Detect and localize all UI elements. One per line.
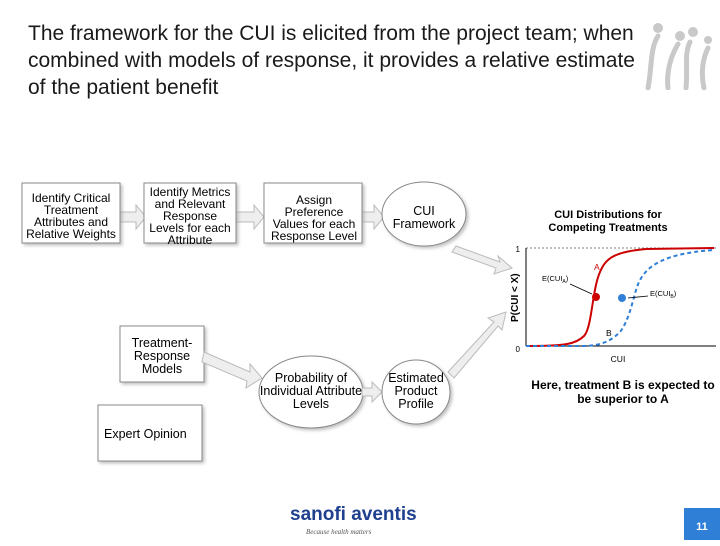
step1-label: Identify Critical Treatment Attributes a… <box>26 191 116 241</box>
probability-label: Probability of Individual Attribute Leve… <box>259 371 363 411</box>
step-arrow-3 <box>359 203 385 231</box>
treatment-models-label: Treatment-Response Models <box>131 336 193 376</box>
sanofi-aventis-logo: sanofi aventis Because health matters <box>290 504 417 536</box>
annotation-b: E(CUIB) <box>650 289 677 300</box>
step2-label: Identify Metrics and Relevant Response L… <box>149 185 231 247</box>
brand-name: sanofi aventis <box>290 504 417 525</box>
estimated-profile-label: Estimated Product Profile <box>388 371 444 411</box>
step2-box <box>143 182 237 244</box>
step3-label: Assign Preference Values for each Respon… <box>270 193 358 243</box>
cui-framework-oval <box>381 181 467 247</box>
cui-distribution-chart: 1 0 P(CUI < X) A B E(CUIA) E(CUIB) CUI <box>510 245 716 364</box>
chart-title: CUI Distributions for Competing Treatmen… <box>548 209 668 234</box>
series-a-line <box>525 247 715 347</box>
annotation-a-pointer <box>569 283 593 295</box>
models-to-probability-arrow <box>201 351 263 389</box>
point-a-marker <box>592 293 600 301</box>
page-number: 11 <box>684 508 720 540</box>
y-tick-0: 0 <box>516 345 521 354</box>
step-arrow-1 <box>117 203 147 231</box>
annotation-b-pointer <box>627 295 649 299</box>
x-axis-label: CUI <box>611 354 626 364</box>
y-axis-label: P(CUI < X) <box>510 273 521 322</box>
estimated-profile-oval <box>381 359 451 425</box>
step1-box <box>21 182 121 244</box>
people-logo-icon <box>645 23 712 90</box>
slide-title: The framework for the CUI is elicited fr… <box>28 22 635 99</box>
step-arrow-2 <box>235 203 265 231</box>
expert-opinion-label: Expert Opinion <box>104 427 187 441</box>
probability-to-profile-arrow <box>361 380 383 404</box>
cui-framework-label: CUI Framework <box>392 204 456 231</box>
series-b-line <box>526 249 715 347</box>
framework-to-chart-arrow <box>451 245 513 275</box>
expert-opinion-box <box>97 404 203 462</box>
series-a-label: A <box>594 262 600 272</box>
annotation-a: E(CUIA) <box>542 274 569 285</box>
y-tick-1: 1 <box>516 245 521 254</box>
series-b-label: B <box>606 328 612 338</box>
brand-tagline: Because health matters <box>306 528 372 536</box>
step3-box <box>263 182 363 244</box>
chart-note: Here, treatment B is expected to be supe… <box>531 378 715 406</box>
profile-to-chart-arrow <box>447 311 507 379</box>
point-b-marker <box>618 294 626 302</box>
